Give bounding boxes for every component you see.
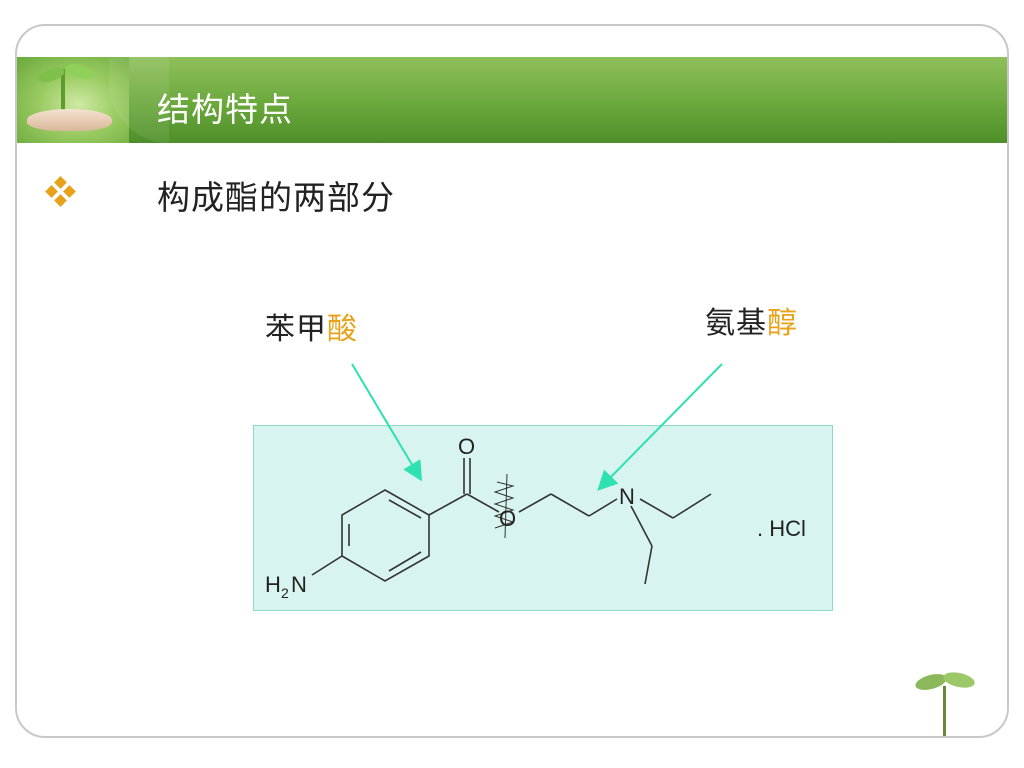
amine-h: H — [265, 572, 281, 597]
sprout-icon — [915, 672, 975, 736]
atom-o-carbonyl: O — [458, 434, 475, 459]
label-alcohol-prefix: 氨基 — [705, 306, 767, 341]
structure-diagram: O O N H 2 N . HCl — [265, 363, 806, 601]
label-alcohol-part: 氨基醇 — [705, 298, 798, 342]
label-acid-prefix: 苯甲 — [265, 312, 327, 347]
label-acid-highlight: 酸 — [327, 312, 358, 347]
label-acid-part: 苯甲酸 — [265, 304, 358, 348]
slide-title: 结构特点 — [157, 90, 293, 129]
amine-sub: 2 — [281, 585, 289, 601]
amine-n: N — [291, 572, 307, 597]
title-bar — [17, 57, 1007, 143]
salt-label: . HCl — [757, 516, 806, 541]
molecule-bonds — [311, 458, 712, 585]
bullet-text: 构成酯的两部分 — [157, 178, 395, 217]
molecule-panel — [253, 425, 833, 611]
sprout-in-hand-icon — [17, 57, 129, 143]
atom-o-ester: O — [499, 506, 516, 531]
arrow-alcohol — [597, 363, 723, 491]
arrow-acid — [351, 363, 423, 482]
atom-n: N — [619, 484, 635, 509]
label-alcohol-highlight: 醇 — [767, 306, 798, 341]
slide-frame: 结构特点 构成酯的两部分 苯甲酸 氨基醇 — [15, 24, 1009, 738]
